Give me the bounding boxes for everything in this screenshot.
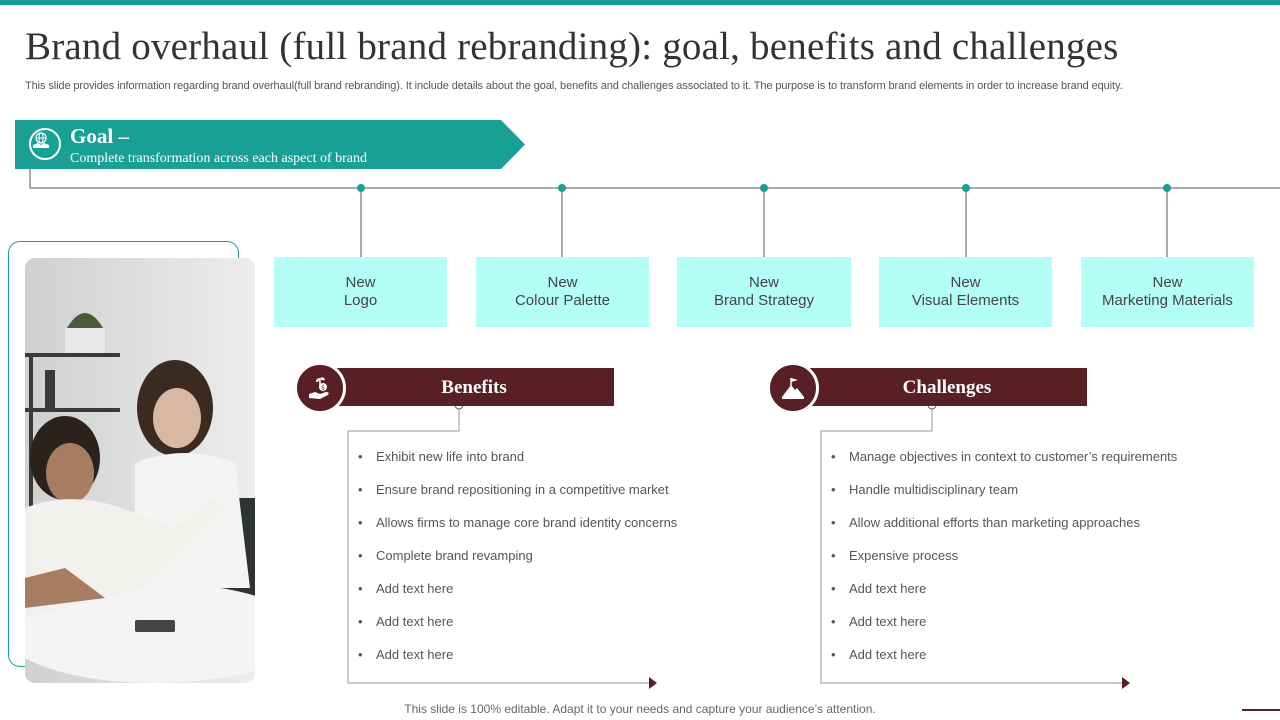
goal-text: Complete transformation across each aspe… <box>70 151 368 166</box>
card-line2: Visual Elements <box>911 292 1020 309</box>
goal-banner: Goal – Complete transformation across ea… <box>15 120 525 169</box>
benefits-list: Exhibit new life into brand Ensure brand… <box>356 449 677 680</box>
list-item: Manage objectives in context to customer… <box>829 449 1177 482</box>
card-new-visual-elements: New Visual Elements <box>879 257 1052 327</box>
card-new-marketing-materials: New Marketing Materials <box>1081 257 1254 327</box>
list-item: Ensure brand repositioning in a competit… <box>356 482 677 515</box>
list-item: Allows firms to manage core brand identi… <box>356 515 677 548</box>
card-line2: Marketing Materials <box>1102 292 1233 309</box>
list-item: Add text here <box>829 647 1177 680</box>
handshake-globe-icon <box>29 128 61 160</box>
svg-text:$: $ <box>321 385 325 392</box>
list-item: Allow additional efforts than marketing … <box>829 515 1177 548</box>
list-item: Complete brand revamping <box>356 548 677 581</box>
goal-title: Goal – <box>70 124 129 148</box>
team-photo <box>25 258 255 683</box>
top-accent-bar <box>0 0 1280 5</box>
slide-subtitle: This slide provides information regardin… <box>25 80 1123 92</box>
list-item: Exhibit new life into brand <box>356 449 677 482</box>
list-item: Expensive process <box>829 548 1177 581</box>
card-line1: New <box>1152 274 1183 291</box>
list-item: Add text here <box>356 581 677 614</box>
list-item: Add text here <box>829 581 1177 614</box>
card-line2: Logo <box>343 292 378 309</box>
goal-banner-arrow <box>15 120 525 169</box>
list-item: Add text here <box>356 614 677 647</box>
slide-title: Brand overhaul (full brand rebranding): … <box>25 25 1119 68</box>
footer-note: This slide is 100% editable. Adapt it to… <box>404 702 876 716</box>
list-item: Add text here <box>356 647 677 680</box>
benefits-header: Benefits <box>334 368 614 406</box>
card-new-logo: New Logo <box>274 257 447 327</box>
card-line1: New <box>950 274 981 291</box>
card-new-brand-strategy: New Brand Strategy <box>677 257 851 327</box>
card-line2: Colour Palette <box>514 292 611 309</box>
challenges-header: Challenges <box>807 368 1087 406</box>
money-plant-hand-icon: $ <box>294 362 346 414</box>
list-item: Add text here <box>829 614 1177 647</box>
benefits-title: Benefits <box>441 377 507 398</box>
card-line2: Brand Strategy <box>713 292 815 309</box>
corner-accent-line <box>1242 709 1280 711</box>
list-item: Handle multidisciplinary team <box>829 482 1177 515</box>
card-new-colour-palette: New Colour Palette <box>476 257 649 327</box>
challenges-list: Manage objectives in context to customer… <box>829 449 1177 680</box>
mountain-flag-icon <box>767 362 819 414</box>
card-line1: New <box>748 274 779 291</box>
challenges-title: Challenges <box>902 377 992 398</box>
card-line1: New <box>345 274 376 291</box>
card-line1: New <box>547 274 578 291</box>
